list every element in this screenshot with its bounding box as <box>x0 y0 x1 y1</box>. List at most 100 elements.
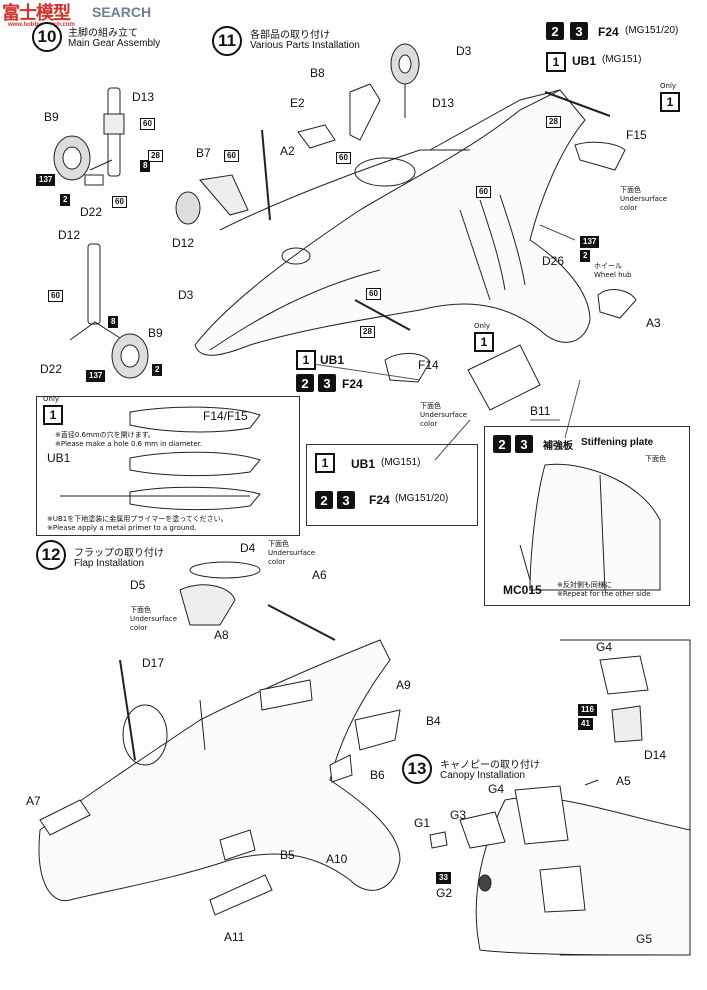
step12-number: 12 <box>36 540 66 570</box>
part-label: F14 <box>418 358 439 372</box>
part-label: B7 <box>196 146 211 160</box>
part-label: A7 <box>26 794 41 808</box>
variant-1-badge: 1 <box>660 92 680 112</box>
undersurface-en: Undersurface <box>420 411 468 419</box>
variant-3-badge: 3 <box>570 22 588 40</box>
part-label: G3 <box>450 808 467 822</box>
variant-ub1-note: (MG151) <box>602 54 642 65</box>
part-label: B4 <box>426 714 441 728</box>
variant-2-badge: 2 <box>296 374 314 392</box>
part-label: D17 <box>142 656 165 670</box>
paint-code-tag: 137 <box>580 236 600 248</box>
only-note: Only <box>474 322 491 330</box>
main-gear-bottom-illustration <box>69 243 149 379</box>
part-label: D5 <box>130 578 146 592</box>
undersurface-jp: 下面色 <box>620 186 641 194</box>
part-label: A3 <box>646 316 661 330</box>
part-label: G4 <box>596 640 613 654</box>
drill-note-jp: ※直径0.6mmの穴を開けます。 <box>55 431 155 439</box>
variant-1-badge: 1 <box>315 453 335 473</box>
detail-box: Only 1 F14/F15 ※直径0.6mmの穴を開けます。 ※Please … <box>36 395 300 536</box>
step12-aircraft-illustration <box>38 561 401 916</box>
paint-code-tag: 28 <box>148 150 163 162</box>
part-label: B9 <box>44 110 59 124</box>
variant-2-badge: 2 <box>546 22 564 40</box>
drill-note-en: ※Please make a hole 0.6 mm in diameter. <box>55 440 203 448</box>
stiffening-note-jp: ※反対側も同様に <box>557 581 612 589</box>
part-label: B6 <box>370 768 385 782</box>
paint-code-tag: 2 <box>580 250 591 262</box>
paint-code-tag: 2 <box>152 364 163 376</box>
step13-title-en: Canopy Installation <box>440 770 526 781</box>
step11-parts <box>175 83 637 411</box>
step13-number: 13 <box>402 754 432 784</box>
paint-code-tag: 60 <box>476 186 491 198</box>
variant-3-badge: 3 <box>318 374 336 392</box>
part-label: D13 <box>432 96 455 110</box>
paint-code-tag: 33 <box>436 872 451 884</box>
stiffening-note-en: ※Repeat for the other side <box>557 590 651 598</box>
variant-2-badge: 2 <box>493 435 511 453</box>
part-label: G2 <box>436 886 453 900</box>
part-label: UB1 <box>47 451 71 465</box>
undersurface-en: Undersurface <box>620 195 668 203</box>
step13-canopy-illustration <box>429 639 691 956</box>
part-label: A6 <box>312 568 327 582</box>
b8-wheel-illustration <box>390 43 420 118</box>
main-gear-top-illustration <box>53 87 125 186</box>
part-label: B9 <box>148 326 163 340</box>
stiffening-title-jp: 補強板 <box>543 441 573 452</box>
part-label: D4 <box>240 541 256 555</box>
part-label: D3 <box>178 288 194 302</box>
paint-code-tag: 60 <box>112 196 127 208</box>
part-label: B5 <box>280 848 295 862</box>
variant-f24-label: F24 <box>342 377 363 391</box>
paint-code-tag: 28 <box>546 116 561 128</box>
undersurface-en: color <box>268 558 286 566</box>
only-note: Only <box>660 82 677 90</box>
part-label: D12 <box>172 236 195 250</box>
undersurface-jp: 下面色 <box>645 455 666 463</box>
part-label: G1 <box>414 816 431 830</box>
variant-1-badge: 1 <box>296 350 316 370</box>
stiffening-title-en: Stiffening plate <box>581 437 654 448</box>
variant-f24-label: F24 <box>369 493 390 507</box>
step11-number: 11 <box>212 26 242 56</box>
paint-code-tag: 137 <box>86 370 106 382</box>
undersurface-jp: 下面色 <box>130 606 151 614</box>
variant-f24-note: (MG151/20) <box>395 493 449 504</box>
part-label: F14/F15 <box>203 409 248 423</box>
paint-code-tag: 137 <box>36 174 56 186</box>
stiffening-tail-drawing <box>519 463 661 591</box>
variant-1-badge: 1 <box>474 332 494 352</box>
variant-ub1-label: UB1 <box>320 353 345 367</box>
part-label: D13 <box>132 90 155 104</box>
paint-code-tag: 60 <box>366 288 381 300</box>
part-label: F15 <box>626 128 647 142</box>
paint-code-tag: 8 <box>108 316 119 328</box>
step12-title-jp: フラップの取り付け <box>74 548 164 559</box>
part-label: D26 <box>542 254 565 268</box>
variant-1-badge: 1 <box>43 405 63 425</box>
detail-box-drawing <box>60 406 261 511</box>
part-label: D12 <box>58 228 81 242</box>
variant-3-badge: 3 <box>515 435 533 453</box>
part-label: A11 <box>224 930 245 944</box>
part-label: G4 <box>488 782 505 796</box>
primer-note-jp: ※UB1を下地塗装に金属用プライマーを塗ってください。 <box>47 515 228 523</box>
part-label: D3 <box>456 44 472 58</box>
part-label: B11 <box>530 404 551 418</box>
part-label: G5 <box>636 932 653 946</box>
variant-f24-label: F24 <box>598 25 619 39</box>
leader-lines <box>299 224 581 461</box>
variant-2-badge: 2 <box>315 491 333 509</box>
variant-ub1-label: UB1 <box>351 457 376 471</box>
paint-code-tag: 60 <box>224 150 239 162</box>
only-note: Only <box>43 395 60 403</box>
paint-code-tag: 60 <box>336 152 351 164</box>
step13-title-jp: キャノピーの取り付け <box>440 760 540 771</box>
undersurface-en: Undersurface <box>268 549 316 557</box>
paint-code-tag: 60 <box>140 118 155 130</box>
step11-aircraft-illustration <box>194 89 591 356</box>
part-label: E2 <box>290 96 305 110</box>
